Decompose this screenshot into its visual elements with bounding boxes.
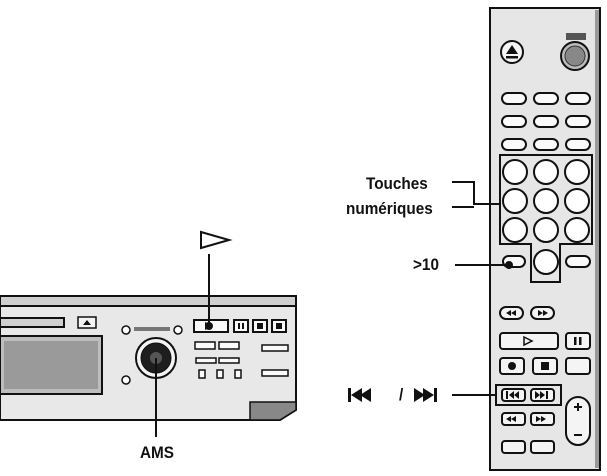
remote-transport-glyphs [506,310,582,436]
prev-track-icon [348,388,371,402]
power-icon[interactable] [560,33,590,71]
numeric-keypad[interactable] [502,159,590,275]
greater-than-10-label: >10 [413,255,439,274]
remote-control [489,7,601,471]
remote-transport[interactable] [499,306,591,454]
deck-pause-button[interactable] [233,319,249,333]
next-track-icon [414,388,437,402]
callout-lines [155,181,513,437]
ams-label: AMS [140,443,175,462]
eject-icon[interactable] [500,40,524,64]
minidisc-deck [0,295,297,421]
numeric-keys-label-line1: Touches [366,174,428,193]
prev-next-separator-label: / [399,385,404,404]
remote-function-buttons[interactable] [501,92,591,151]
numeric-keys-outline [499,154,593,283]
disc-slot [0,317,65,328]
power-button[interactable] [121,325,131,335]
remote-oval-button[interactable] [565,255,591,268]
numeric-keys-label-line2: numériques [346,199,433,218]
play-symbol-icon [200,230,233,250]
